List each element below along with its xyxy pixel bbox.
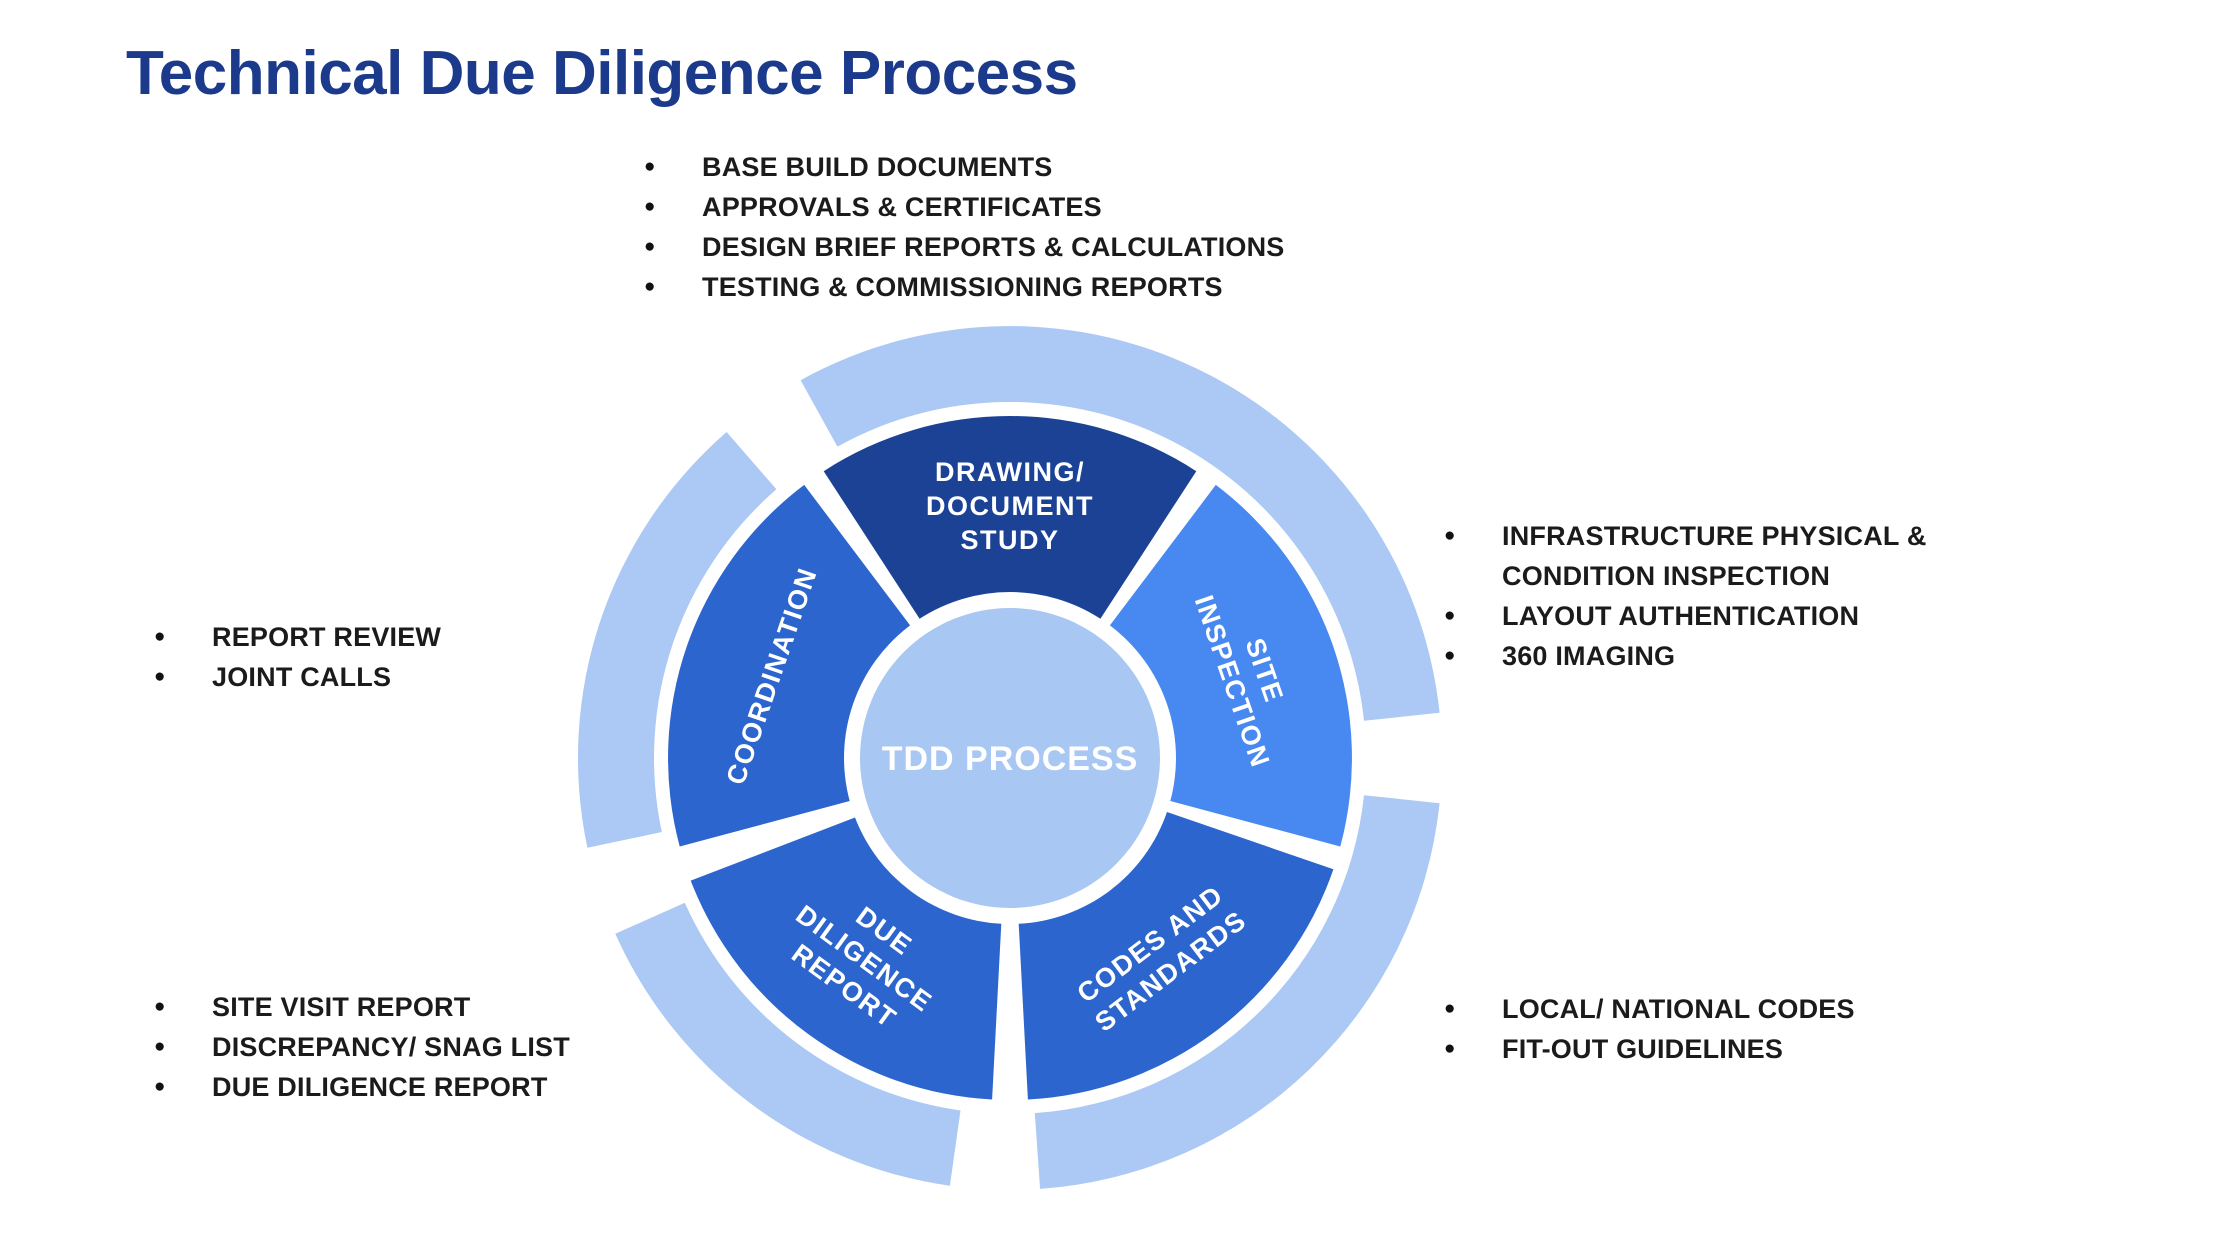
hub-circle	[860, 608, 1160, 908]
wheel-segment-codes-and-standards	[1018, 812, 1334, 1100]
document-study-list: BASE BUILD DOCUMENTSAPPROVALS & CERTIFIC…	[640, 147, 1460, 307]
callout-document-study: BASE BUILD DOCUMENTSAPPROVALS & CERTIFIC…	[640, 147, 1460, 307]
list-item: DISCREPANCY/ SNAG LIST	[150, 1027, 710, 1067]
list-item: APPROVALS & CERTIFICATES	[640, 187, 1460, 227]
list-item: TESTING & COMMISSIONING REPORTS	[640, 267, 1460, 307]
outer-ring-arc	[577, 432, 777, 848]
list-item: DESIGN BRIEF REPORTS & CALCULATIONS	[640, 227, 1460, 267]
callout-site-inspection: INFRASTRUCTURE PHYSICAL & CONDITION INSP…	[1440, 516, 2000, 676]
list-item: REPORT REVIEW	[150, 617, 670, 657]
list-item: BASE BUILD DOCUMENTS	[640, 147, 1460, 187]
wheel-segment-coordination	[668, 484, 911, 847]
wheel-segment-drawing-document-study	[823, 416, 1197, 619]
list-item: INFRASTRUCTURE PHYSICAL & CONDITION INSP…	[1440, 516, 2000, 596]
list-item: LOCAL/ NATIONAL CODES	[1440, 989, 2000, 1029]
list-item: DUE DILIGENCE REPORT	[150, 1067, 710, 1107]
list-item: 360 IMAGING	[1440, 636, 2000, 676]
hub-label: TDD PROCESS	[882, 740, 1139, 778]
outer-ring-arc	[615, 902, 961, 1186]
outer-ring-arc	[1034, 795, 1440, 1189]
codes-and-standards-list: LOCAL/ NATIONAL CODESFIT-OUT GUIDELINES	[1440, 989, 2000, 1069]
due-diligence-report-list: SITE VISIT REPORTDISCREPANCY/ SNAG LISTD…	[150, 987, 710, 1107]
callout-codes-and-standards: LOCAL/ NATIONAL CODESFIT-OUT GUIDELINES	[1440, 989, 2000, 1069]
site-inspection-list: INFRASTRUCTURE PHYSICAL & CONDITION INSP…	[1440, 516, 2000, 676]
page-title: Technical Due Diligence Process	[126, 39, 1078, 108]
list-item: SITE VISIT REPORT	[150, 987, 710, 1027]
callout-due-diligence-report: SITE VISIT REPORTDISCREPANCY/ SNAG LISTD…	[150, 987, 710, 1107]
coordination-list: REPORT REVIEWJOINT CALLS	[150, 617, 670, 697]
wheel-segment-site-inspection	[1109, 484, 1352, 847]
list-item: LAYOUT AUTHENTICATION	[1440, 596, 2000, 636]
outer-ring-arc	[800, 326, 1440, 721]
callout-coordination: REPORT REVIEWJOINT CALLS	[150, 617, 670, 697]
list-item: FIT-OUT GUIDELINES	[1440, 1029, 2000, 1069]
list-item: JOINT CALLS	[150, 657, 670, 697]
wheel-segment-due-diligence-report	[690, 817, 1002, 1100]
